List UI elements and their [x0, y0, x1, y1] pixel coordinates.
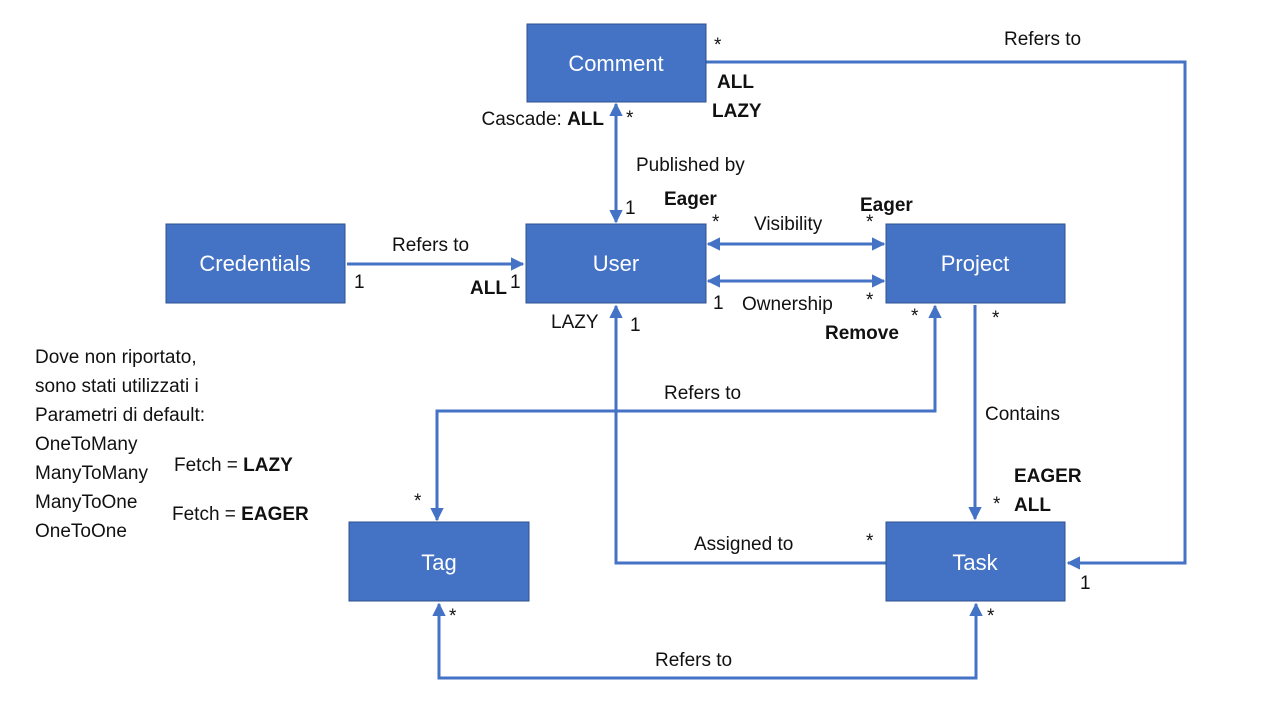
edge-comment-task — [706, 60, 1187, 570]
entity-label: Comment — [568, 51, 663, 76]
label-tag-project-star: * — [911, 306, 919, 327]
label-tag-star-bottom: * — [449, 606, 457, 627]
entity-label: Tag — [421, 550, 456, 575]
note-fetch-prefix: Fetch = — [174, 455, 243, 476]
label-remove: Remove — [825, 323, 899, 344]
label-cred-user-one: 1 — [510, 272, 521, 293]
label-assigned-to: Assigned to — [694, 534, 793, 555]
note-line-1: Dove non riportato, — [35, 347, 197, 368]
label-ownership-star: * — [866, 290, 874, 311]
label-published-one: 1 — [625, 198, 636, 219]
label-visibility-star-user: * — [712, 212, 720, 233]
note-line-2: sono stati utilizzati i — [35, 376, 199, 397]
entity-label: User — [593, 251, 639, 276]
label-published-eager: Eager — [664, 189, 717, 210]
label-contains: Contains — [985, 404, 1060, 425]
entity-label: Task — [952, 550, 998, 575]
label-visibility-eager: Eager — [860, 195, 913, 216]
label-task-all: ALL — [1014, 495, 1051, 516]
note-fetch-eager-value: EAGER — [241, 504, 309, 525]
entity-label: Credentials — [199, 251, 310, 276]
edge-tag-task — [432, 602, 983, 680]
note-one-to-many: OneToMany — [35, 434, 138, 455]
relationship-labels: Refers to * ALL LAZY Cascade: ALL * Publ… — [354, 29, 1091, 671]
note-one-to-one: OneToOne — [35, 521, 127, 542]
label-cred-refers: Refers to — [392, 235, 469, 256]
label-cred-all: ALL — [470, 278, 507, 299]
label-cascade-prefix: Cascade: — [482, 109, 568, 130]
label-cascade: Cascade: ALL — [482, 109, 605, 130]
entity-credentials[interactable]: Credentials — [165, 223, 346, 304]
label-task-comment-one: 1 — [1080, 573, 1091, 594]
label-comment-task-refers: Refers to — [1004, 29, 1081, 50]
edge-tag-project — [430, 304, 942, 522]
label-tag-task-refers: Refers to — [655, 650, 732, 671]
note-line-3: Parametri di default: — [35, 405, 205, 426]
note-many-to-many: ManyToMany — [35, 463, 148, 484]
label-visibility: Visibility — [754, 214, 823, 235]
label-visibility-star-project: * — [866, 212, 874, 233]
entity-tag[interactable]: Tag — [348, 521, 530, 602]
label-comment-star: * — [714, 35, 722, 56]
label-tag-star-top: * — [414, 491, 422, 512]
edges — [347, 60, 1187, 680]
label-tag-project-refers: Refers to — [664, 383, 741, 404]
label-task-contains-star: * — [993, 494, 1001, 515]
label-comment-all: ALL — [717, 72, 754, 93]
defaults-note: Dove non riportato, sono stati utilizzat… — [35, 347, 309, 542]
label-published-by: Published by — [636, 155, 745, 176]
label-comment-lazy: LAZY — [712, 101, 762, 122]
entity-user[interactable]: User — [525, 223, 707, 304]
label-task-star-bottom: * — [987, 606, 995, 627]
note-fetch-eager: Fetch = EAGER — [172, 504, 309, 525]
label-user-task-one: 1 — [630, 315, 641, 336]
label-cred-one: 1 — [354, 272, 365, 293]
edge-task-user — [609, 304, 886, 565]
entity-label: Project — [941, 251, 1009, 276]
entity-project[interactable]: Project — [885, 223, 1066, 304]
label-task-eager: EAGER — [1014, 466, 1082, 487]
note-many-to-one: ManyToOne — [35, 492, 137, 513]
label-ownership-one: 1 — [713, 293, 724, 314]
label-comment-user-star: * — [626, 108, 634, 129]
note-fetch-lazy-value: LAZY — [243, 455, 293, 476]
note-fetch-lazy: Fetch = LAZY — [174, 455, 293, 476]
note-fetch-prefix: Fetch = — [172, 504, 241, 525]
label-cascade-all: ALL — [567, 109, 604, 130]
entity-comment[interactable]: Comment — [526, 23, 707, 103]
label-user-lazy: LAZY — [551, 312, 599, 333]
entity-task[interactable]: Task — [885, 521, 1066, 602]
label-project-task-star: * — [992, 308, 1000, 329]
label-ownership: Ownership — [742, 294, 833, 315]
label-assigned-star: * — [866, 531, 874, 552]
